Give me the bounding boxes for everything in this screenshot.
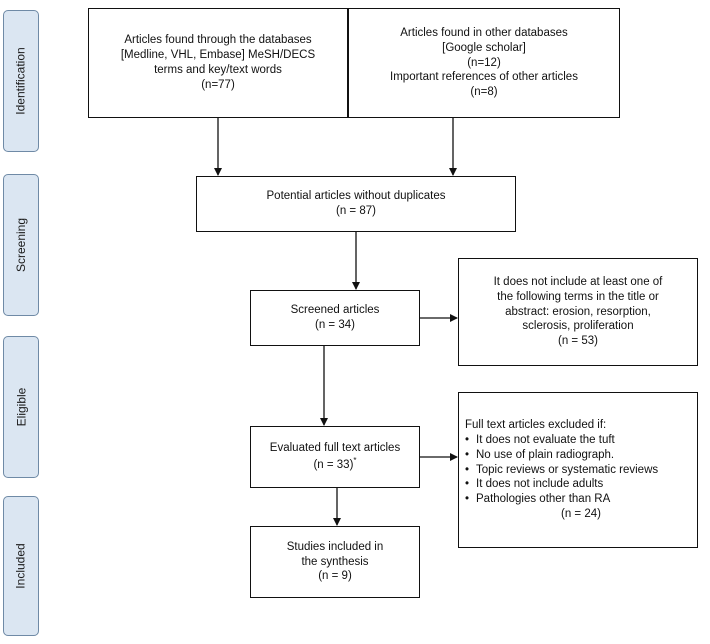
potential-articles-count: (n = 87) [336, 205, 376, 217]
evaluated-articles-count: (n = 33) [313, 458, 354, 471]
screening-excluded-line-4: sclerosis, proliferation [522, 320, 634, 333]
databases-count: (n=77) [201, 78, 235, 91]
screened-articles-count: (n = 34) [315, 319, 355, 331]
potential-articles-box: Potential articles without duplicates (n… [196, 176, 516, 232]
included-studies-box: Studies included in the synthesis (n = 9… [250, 526, 420, 598]
other-references-line: Important references of other articles [390, 71, 578, 84]
screening-excluded-count: (n = 53) [558, 335, 598, 348]
other-databases-count: (n=12) [467, 56, 501, 69]
included-studies-count: (n = 9) [318, 570, 352, 583]
fulltext-excluded-item: Pathologies other than RA [465, 492, 658, 507]
fulltext-excluded-item: It does not include adults [465, 477, 658, 492]
other-databases-line-1: Articles found in other databases [400, 26, 568, 39]
databases-box: Articles found through the databases [Me… [88, 8, 348, 118]
included-studies-line-1: Studies included in [286, 540, 384, 553]
fulltext-excluded-list: It does not evaluate the tuft No use of … [465, 433, 658, 508]
fulltext-excluded-heading: Full text articles excluded if: [465, 418, 607, 431]
other-databases-box: Articles found in other databases [Googl… [348, 8, 620, 118]
stage-eligible: Eligible [3, 336, 39, 478]
fulltext-excluded-item: It does not evaluate the tuft [465, 433, 658, 448]
screening-excluded-line-1: It does not include at least one of [493, 275, 663, 288]
fulltext-excluded-box: Full text articles excluded if: It does … [458, 392, 698, 548]
other-references-count: (n=8) [470, 86, 498, 99]
stage-included: Included [3, 496, 39, 636]
included-studies-line-2: the synthesis [301, 555, 369, 568]
databases-line-2: [Medline, VHL, Embase] MeSH/DECS [120, 49, 316, 62]
fulltext-excluded-item: Topic reviews or systematic reviews [465, 463, 658, 478]
screening-excluded-box: It does not include at least one of the … [458, 258, 698, 366]
evaluated-articles-box: Evaluated full text articles (n = 33)* [250, 426, 420, 488]
potential-articles-label: Potential articles without duplicates [266, 190, 446, 203]
stage-identification: Identification [3, 10, 39, 152]
databases-line-3: terms and key/text words [154, 64, 282, 76]
fulltext-excluded-item: No use of plain radiograph. [465, 448, 658, 463]
evaluated-articles-label: Evaluated full text articles [269, 442, 401, 455]
screening-excluded-line-2: the following terms in the title or [497, 290, 659, 303]
screening-excluded-line-3: abstract: erosion, resorption, [505, 305, 651, 318]
other-databases-line-2: [Google scholar] [442, 41, 526, 54]
fulltext-excluded-count: (n = 24) [561, 508, 601, 521]
screened-articles-label: Screened articles [290, 304, 380, 317]
databases-line-1: Articles found through the databases [124, 34, 312, 47]
stage-screening: Screening [3, 174, 39, 316]
evaluated-articles-count-line: (n = 33)* [313, 456, 356, 473]
evaluated-footnote-mark: * [353, 456, 357, 466]
screened-articles-box: Screened articles (n = 34) [250, 290, 420, 346]
